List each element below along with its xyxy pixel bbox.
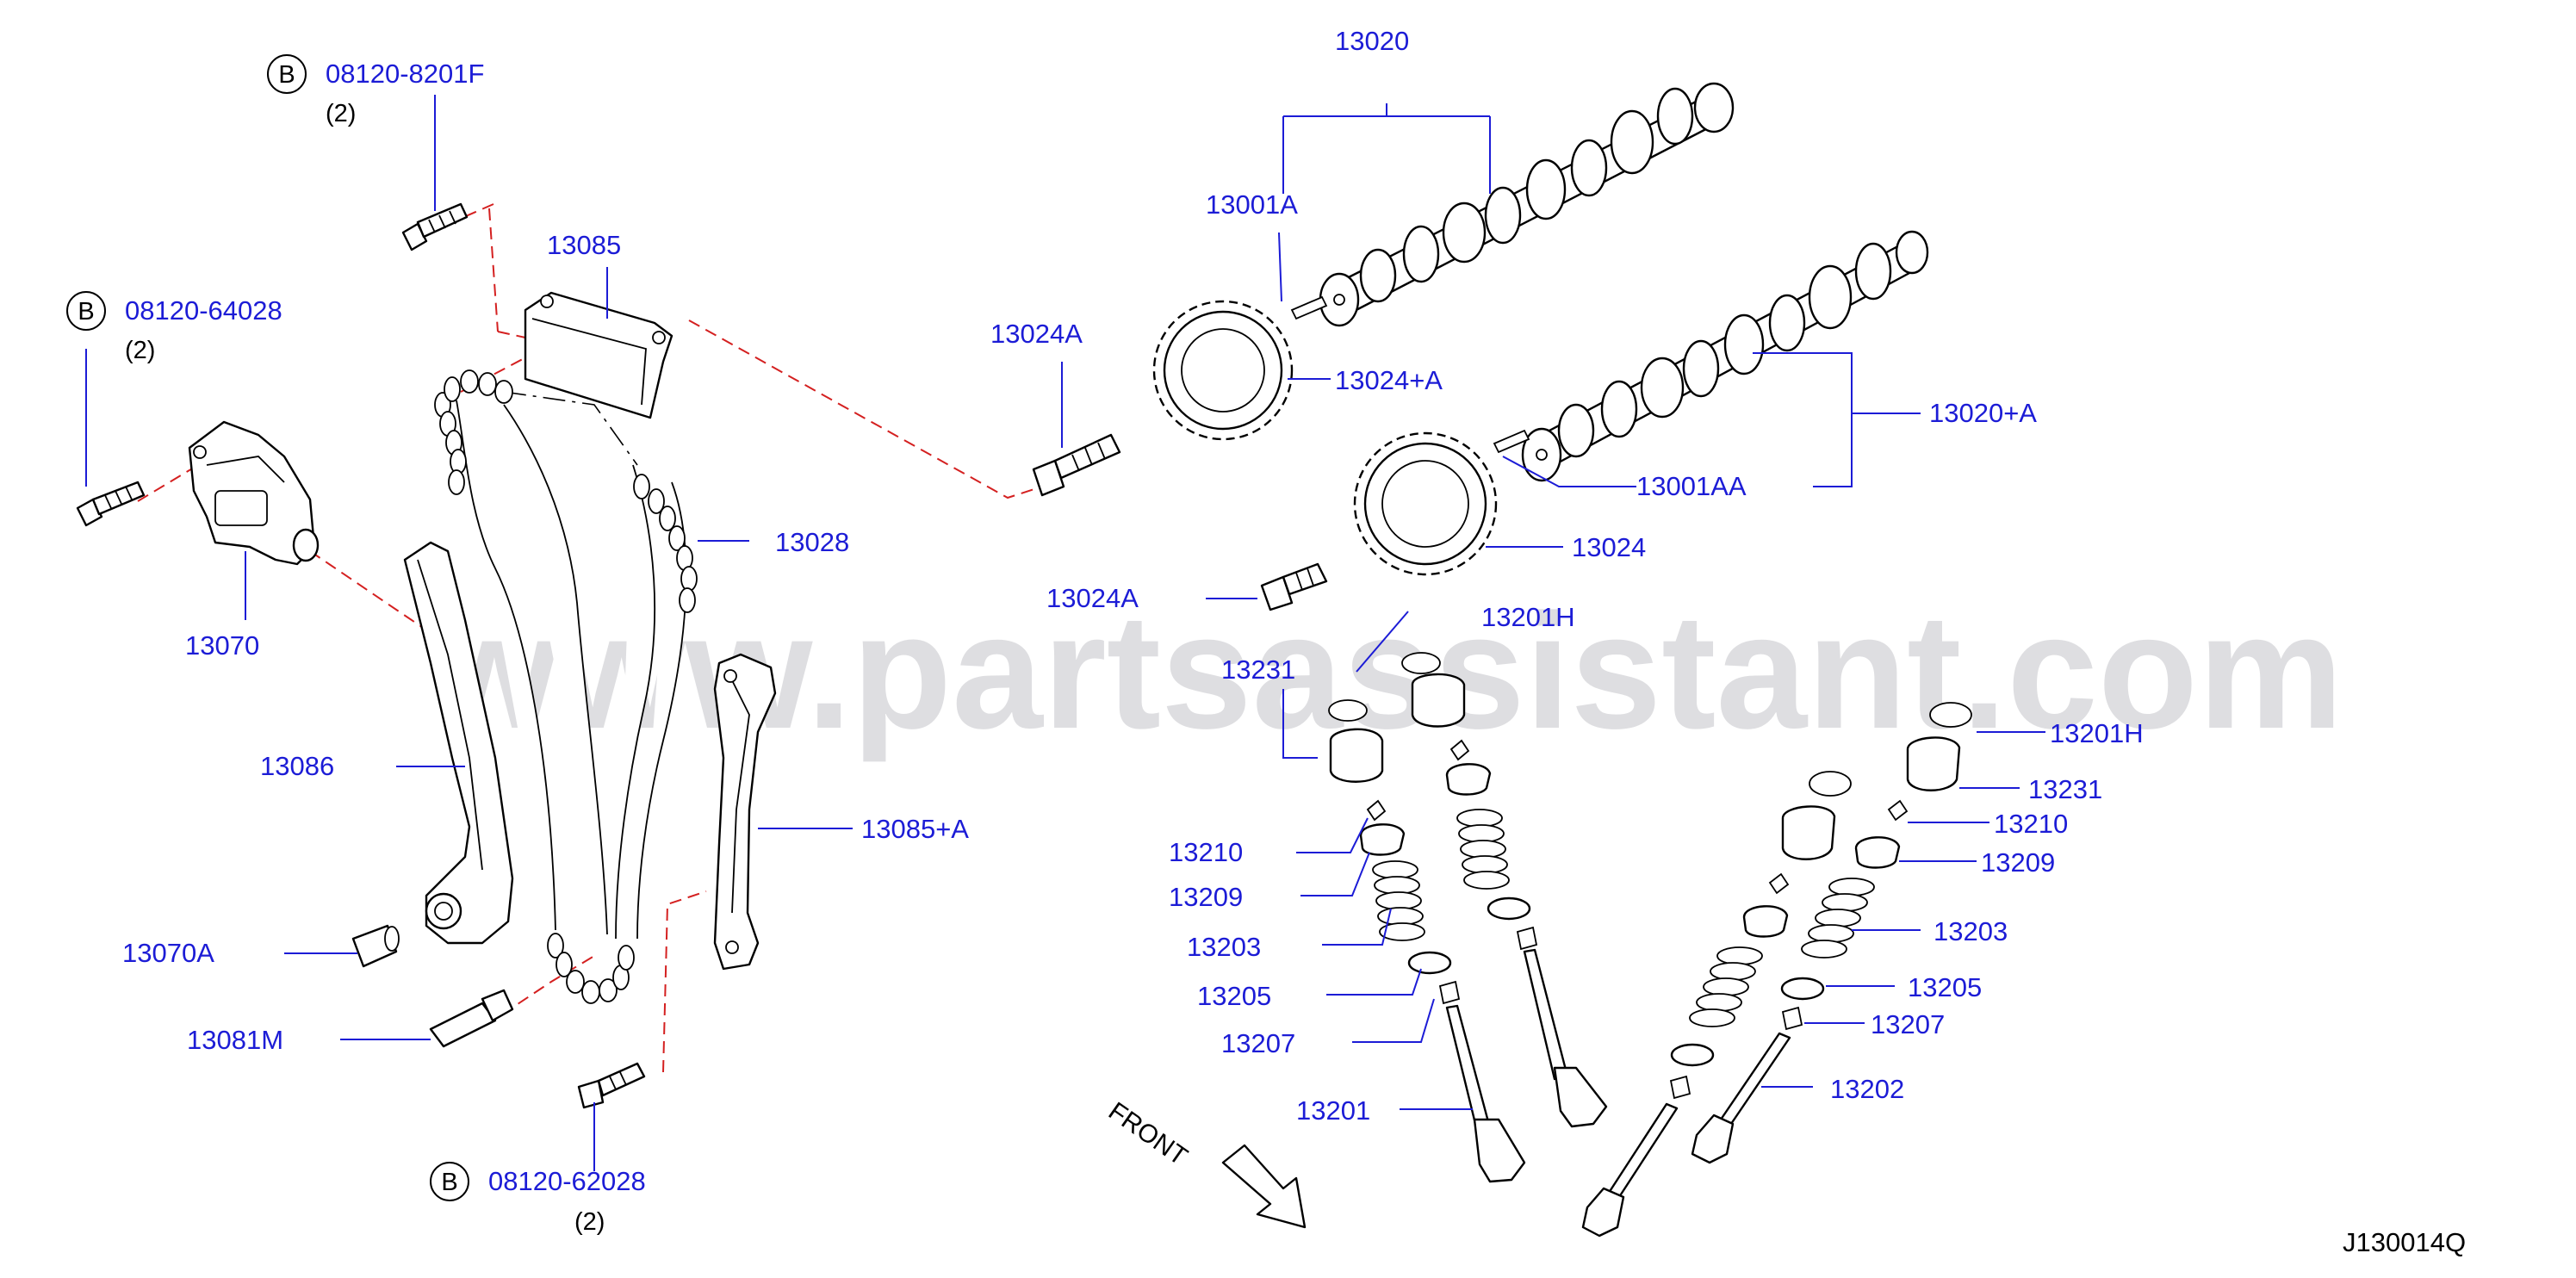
label-13203-right[interactable]: 13203 (1934, 916, 2008, 946)
diagram-reference-code: J130014Q (2343, 1227, 2466, 1257)
sprocket-bolt-13024a-lower (1260, 562, 1328, 611)
label-13203-left[interactable]: 13203 (1187, 932, 1261, 962)
label-13085[interactable]: 13085 (547, 230, 621, 260)
callout-letter: B (441, 1169, 457, 1196)
callout-circle (267, 54, 307, 94)
label-13086[interactable]: 13086 (260, 751, 334, 781)
part-number[interactable]: 08120-62028 (488, 1166, 646, 1196)
label-13020[interactable]: 13020 (1335, 26, 1409, 56)
label-13231-right[interactable]: 13231 (2028, 774, 2102, 804)
label-13209-left[interactable]: 13209 (1169, 882, 1243, 912)
callout-circle (66, 291, 106, 331)
chain-guide-slack (713, 653, 777, 971)
valve-train-left (1328, 652, 1608, 1183)
label-13070a[interactable]: 13070A (122, 938, 214, 968)
label-13207-left[interactable]: 13207 (1221, 1028, 1295, 1058)
label-13085plusa[interactable]: 13085+A (861, 814, 969, 844)
chain-tensioner (188, 420, 320, 566)
label-13210-left[interactable]: 13210 (1169, 837, 1243, 867)
quantity: (2) (574, 1208, 605, 1236)
front-label: FRONT (1103, 1097, 1193, 1171)
label-13028[interactable]: 13028 (775, 527, 849, 557)
label-13024plusa[interactable]: 13024+A (1335, 365, 1443, 395)
sprocket-bolt-13024a-upper (1032, 433, 1121, 497)
label-13024[interactable]: 13024 (1572, 532, 1646, 562)
label-13020plusa[interactable]: 13020+A (1929, 398, 2037, 428)
bolt-callout-08120-64028: B 08120-64028 (2) (66, 291, 282, 364)
label-13205-left[interactable]: 13205 (1197, 981, 1271, 1011)
dowel-pins (1290, 295, 1530, 454)
label-13201h-right[interactable]: 13201H (2050, 718, 2144, 748)
label-13081m[interactable]: 13081M (187, 1025, 283, 1055)
tensioner-pin-13070a (351, 924, 400, 968)
bolt-callout-08120-8201f: B 08120-8201F (2) (267, 54, 484, 127)
part-number[interactable]: 08120-64028 (125, 295, 282, 326)
label-13205-right[interactable]: 13205 (1908, 972, 1982, 1002)
label-13210-right[interactable]: 13210 (1994, 809, 2068, 839)
label-13231-left[interactable]: 13231 (1221, 655, 1295, 685)
label-13202-right[interactable]: 13202 (1830, 1074, 1904, 1104)
label-13001aa[interactable]: 13001AA (1636, 471, 1747, 501)
label-13207-right[interactable]: 13207 (1871, 1009, 1945, 1039)
front-direction-indicator: FRONT (1103, 1097, 1307, 1229)
callout-circle (430, 1162, 469, 1201)
quantity: (2) (125, 337, 155, 364)
part-labels: 13020 13001A 13024A 13024+A 13020+A 1300… (122, 26, 2144, 1126)
label-13070[interactable]: 13070 (185, 630, 259, 661)
label-13024a-upper[interactable]: 13024A (990, 319, 1083, 349)
sprocket-upper-13024plusa (1152, 300, 1294, 441)
label-13209-right[interactable]: 13209 (1981, 847, 2055, 878)
label-13001a[interactable]: 13001A (1206, 189, 1298, 220)
bolt-08120-8201f (401, 202, 469, 251)
bolt-08120-62028 (577, 1062, 646, 1109)
label-13201h-left[interactable]: 13201H (1481, 602, 1575, 632)
quantity: (2) (326, 100, 356, 127)
camshaft-exhaust (1319, 82, 1735, 327)
callout-letter: B (78, 298, 94, 326)
timing-chain (434, 369, 698, 1004)
callout-letter: B (278, 61, 295, 89)
bolt-callout-08120-62028: B 08120-62028 (2) (430, 1162, 646, 1236)
label-13024a-lower[interactable]: 13024A (1046, 583, 1139, 613)
sprocket-lower-13024 (1353, 431, 1498, 576)
chain-guide-upper (524, 291, 673, 419)
camshaft-intake (1521, 230, 1929, 482)
bolt-08120-64028 (76, 481, 146, 527)
label-13201-left[interactable]: 13201 (1296, 1095, 1370, 1126)
tensioner-arm (403, 541, 514, 945)
leader-lines (85, 95, 2045, 1171)
valve-train-right (1581, 702, 1972, 1238)
guide-bolt-13081m (429, 989, 514, 1048)
part-number[interactable]: 08120-8201F (326, 59, 484, 89)
